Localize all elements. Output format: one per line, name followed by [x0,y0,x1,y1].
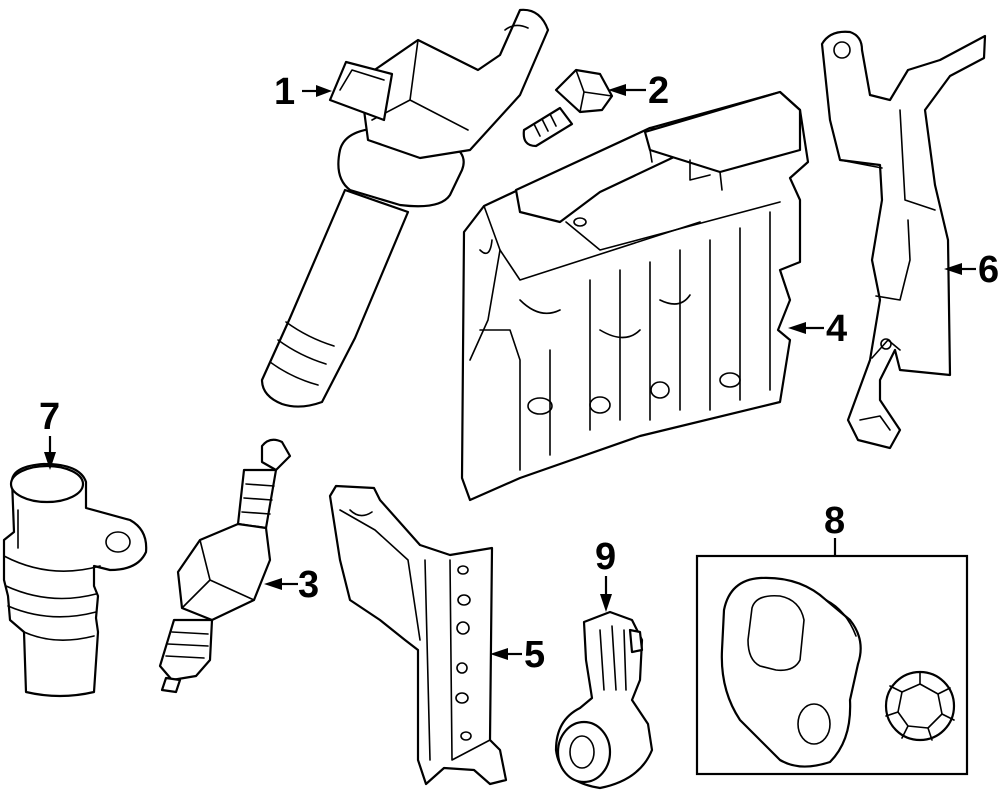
callout-9: 9 [595,536,617,578]
callout-4: 4 [826,308,848,350]
callout-5: 5 [524,634,546,676]
callout-3: 3 [298,564,320,606]
callout-2: 2 [648,70,670,112]
callout-8: 8 [824,500,846,542]
part-9-knock-sensor [554,610,654,790]
callout-6: 6 [978,249,1000,291]
part-1-ignition-coil [260,8,550,408]
part-7-camshaft-sensor [2,462,148,698]
part-6-bracket [820,30,987,450]
part-5-bracket [328,484,508,786]
part-2-bolt [522,68,614,148]
part-8-kit-box [695,538,969,776]
part-4-engine-control-module [460,90,810,502]
callout-7: 7 [39,396,61,438]
callout-1: 1 [274,71,296,113]
callout-leaders [44,84,976,660]
part-3-spark-plug [158,438,292,694]
